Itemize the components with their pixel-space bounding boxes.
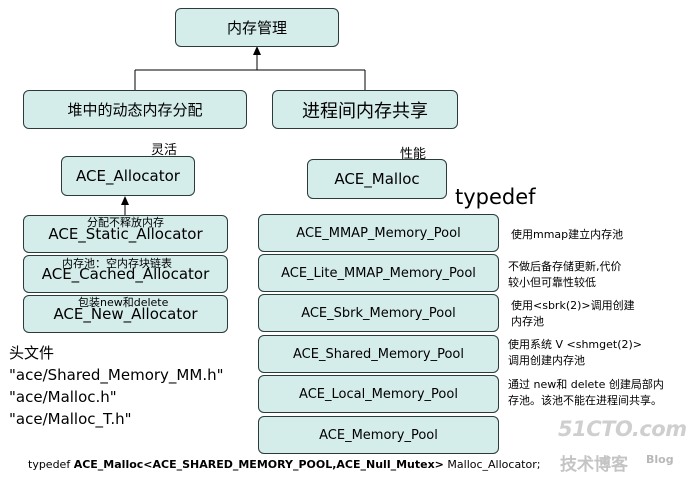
pool-node-sbrk: ACE_Sbrk_Memory_Pool: [258, 294, 499, 332]
pool-desc-line: 存池。该池不能在进程间共享。: [508, 394, 662, 407]
watermark-sub: 技术博客: [560, 455, 628, 475]
pool-desc-mmap: 使用mmap建立内存池: [511, 227, 623, 243]
pool-desc-line: 通过 new和 delete 创建局部内: [508, 378, 664, 391]
ace-allocator-node: ACE_Allocator: [61, 156, 195, 196]
pool-node-base: ACE_Memory_Pool: [258, 416, 499, 454]
root-label: 内存管理: [226, 19, 287, 37]
cached-allocator-label: ACE_Cached_Allocator: [41, 265, 210, 283]
footer-suffix: Malloc_Allocator;: [443, 458, 541, 471]
heap-allocation-node: 堆中的动态内存分配: [23, 90, 247, 129]
typedef-label: typedef: [455, 185, 536, 209]
pool-label: ACE_Lite_MMAP_Memory_Pool: [281, 265, 476, 281]
cached-allocator-note: 内存池：空内存块链表: [62, 257, 172, 270]
new-allocator-label: ACE_New_Allocator: [53, 305, 198, 323]
watermark-blog: Blog: [646, 453, 674, 466]
pool-desc-line: 调用创建内存池: [508, 354, 585, 367]
root-arrowhead: [253, 46, 261, 55]
ipc-shared-memory-label: 进程间内存共享: [302, 100, 428, 122]
header-file-item: "ace/Malloc.h": [9, 388, 117, 406]
cached-allocator-node: ACE_Cached_Allocator: [23, 255, 228, 293]
pool-node-local: ACE_Local_Memory_Pool: [258, 375, 499, 413]
pool-label: ACE_Local_Memory_Pool: [299, 386, 458, 402]
ace-malloc-label: ACE_Malloc: [334, 170, 420, 188]
heap-allocation-label: 堆中的动态内存分配: [67, 101, 203, 119]
ipc-note: 性能: [400, 147, 427, 162]
new-allocator-node: ACE_New_Allocator: [23, 295, 228, 333]
static-allocator-note: 分配不释放内存: [87, 216, 164, 229]
heap-note: 灵活: [151, 143, 178, 158]
pool-node-mmap: ACE_MMAP_Memory_Pool: [258, 214, 499, 252]
new-allocator-note: 包装new和delete: [78, 296, 169, 309]
pool-desc-line: 内存池: [511, 315, 544, 328]
pool-label: ACE_Shared_Memory_Pool: [293, 346, 464, 362]
footer-typedef: typedef ACE_Malloc<ACE_SHARED_MEMORY_POO…: [28, 458, 540, 471]
static-allocator-label: ACE_Static_Allocator: [48, 225, 203, 243]
pool-desc-lite-mmap: 不做后备存储更新,代价 较小但可靠性较低: [508, 259, 622, 291]
footer-prefix: typedef: [28, 458, 74, 471]
pool-label: ACE_MMAP_Memory_Pool: [296, 225, 461, 241]
pool-node-shared: ACE_Shared_Memory_Pool: [258, 335, 499, 373]
pool-desc-line: 较小但可靠性较低: [508, 276, 596, 289]
ace-malloc-node: ACE_Malloc: [307, 159, 447, 199]
pool-desc-line: 不做后备存储更新,代价: [508, 260, 622, 273]
watermark-site: 51CTO.com: [558, 417, 687, 441]
root-node: 内存管理: [175, 8, 339, 47]
pool-desc-sbrk: 使用<sbrk(2)>调用创建 内存池: [511, 298, 635, 330]
pool-node-lite-mmap: ACE_Lite_MMAP_Memory_Pool: [258, 254, 499, 292]
header-file-item: "ace/Malloc_T.h": [9, 410, 132, 428]
allocator-arrowhead: [121, 196, 129, 205]
static-allocator-node: ACE_Static_Allocator: [23, 215, 228, 253]
ipc-shared-memory-node: 进程间内存共享: [272, 90, 458, 129]
pool-label: ACE_Memory_Pool: [319, 427, 438, 443]
pool-desc-line: 使用系统 V <shmget(2)>: [508, 338, 643, 351]
watermark: 51CTO.com 技术博客 Blog: [548, 417, 696, 479]
header-files: 头文件 "ace/Shared_Memory_MM.h" "ace/Malloc…: [9, 342, 224, 430]
header-file-item: "ace/Shared_Memory_MM.h": [9, 366, 224, 384]
pool-desc-local: 通过 new和 delete 创建局部内 存池。该池不能在进程间共享。: [508, 377, 664, 409]
header-files-title: 头文件: [9, 344, 55, 362]
pool-desc-line: 使用mmap建立内存池: [511, 228, 624, 241]
pool-desc-shared: 使用系统 V <shmget(2)> 调用创建内存池: [508, 337, 642, 369]
ace-allocator-label: ACE_Allocator: [76, 167, 180, 185]
pool-label: ACE_Sbrk_Memory_Pool: [301, 305, 456, 321]
pool-desc-line: 使用<sbrk(2)>调用创建: [511, 299, 635, 312]
footer-bold: ACE_Malloc<ACE_SHARED_MEMORY_POOL,ACE_Nu…: [73, 458, 444, 471]
